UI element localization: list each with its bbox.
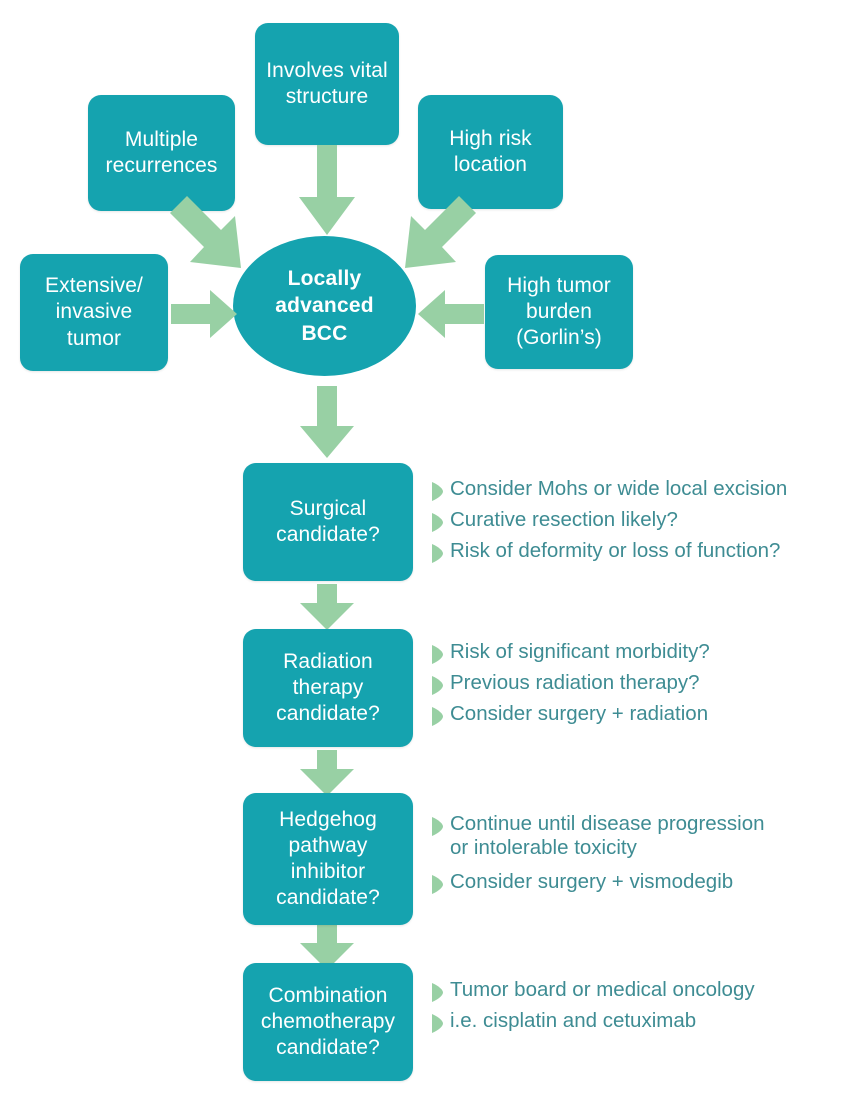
- node-label: Multiple recurrences: [105, 127, 218, 177]
- list-item-text: Risk of deformity or loss of function?: [450, 539, 781, 562]
- node-label: Surgical candidate?: [276, 496, 380, 546]
- list-item-text: Tumor board or medical oncology: [450, 978, 755, 1001]
- arrow-left-icon-tumor-burden-to-center: [418, 290, 484, 338]
- arrow-down-icon-surgical-to-radiation: [300, 584, 354, 630]
- bullets-surgical-candidate: Consider Mohs or wide local excision Cur…: [432, 477, 852, 563]
- list-item: Risk of deformity or loss of function?: [432, 539, 852, 563]
- node-multiple-recurrences[interactable]: Multiple recurrences: [88, 95, 235, 211]
- list-item-text: Continue until disease progression or in…: [450, 812, 765, 859]
- list-item: Curative resection likely?: [432, 508, 852, 532]
- list-item-text: Previous radiation therapy?: [450, 671, 700, 694]
- node-radiation-therapy-candidate[interactable]: Radiation therapy candidate?: [243, 629, 413, 747]
- list-item: Previous radiation therapy?: [432, 671, 852, 695]
- node-label: Extensive/ invasive tumor: [45, 274, 143, 350]
- node-label: High risk location: [449, 126, 532, 176]
- arrow-down-icon-hedgehog-to-chemotherapy: [300, 924, 354, 970]
- arrow-down-right-icon-recurrences-to-center: [170, 196, 250, 268]
- arrowhead-bullet-icon: [432, 482, 443, 501]
- arrowhead-bullet-icon: [432, 513, 443, 532]
- list-item: i.e. cisplatin and cetuximab: [432, 1009, 852, 1033]
- list-item: Consider Mohs or wide local excision: [432, 477, 852, 501]
- arrowhead-bullet-icon: [432, 707, 443, 726]
- node-combination-chemotherapy-candidate[interactable]: Combination chemotherapy candidate?: [243, 963, 413, 1081]
- list-item: Consider surgery + radiation: [432, 702, 852, 726]
- node-involves-vital-structure[interactable]: Involves vital structure: [255, 23, 399, 145]
- arrowhead-bullet-icon: [432, 645, 443, 664]
- node-surgical-candidate[interactable]: Surgical candidate?: [243, 463, 413, 581]
- list-item-text: Curative resection likely?: [450, 508, 678, 531]
- node-extensive-invasive-tumor[interactable]: Extensive/ invasive tumor: [20, 254, 168, 371]
- arrow-down-icon-radiation-to-hedgehog: [300, 750, 354, 796]
- list-item: Consider surgery + vismodegib: [432, 870, 852, 894]
- list-item-text: Consider surgery + radiation: [450, 702, 709, 725]
- list-item-text: i.e. cisplatin and cetuximab: [450, 1009, 697, 1032]
- arrow-down-left-icon-high-risk-location-to-center: [396, 196, 476, 268]
- list-item-text: Risk of significant morbidity?: [450, 640, 710, 663]
- arrow-down-icon-vital-structure-to-center: [299, 145, 355, 235]
- arrowhead-bullet-icon: [432, 983, 443, 1002]
- list-item: Risk of significant morbidity?: [432, 640, 852, 664]
- arrowhead-bullet-icon: [432, 544, 443, 563]
- arrow-down-icon-center-to-surgical: [300, 386, 354, 458]
- node-label: High tumor burden (Gorlin’s): [507, 273, 611, 350]
- node-locally-advanced-bcc[interactable]: Locally advanced BCC: [233, 236, 416, 376]
- node-high-tumor-burden[interactable]: High tumor burden (Gorlin’s): [485, 255, 633, 369]
- arrowhead-bullet-icon: [432, 874, 443, 894]
- list-item: Continue until disease progression or in…: [432, 812, 852, 860]
- node-label: Involves vital structure: [266, 58, 388, 108]
- node-label: Hedgehog pathway inhibitor candidate?: [276, 807, 380, 910]
- arrow-right-icon-extensive-tumor-to-center: [171, 290, 237, 338]
- node-label: Combination chemotherapy candidate?: [260, 983, 396, 1060]
- list-item: Tumor board or medical oncology: [432, 978, 852, 1002]
- arrowhead-bullet-icon: [432, 1014, 443, 1033]
- node-label: Radiation therapy candidate?: [276, 649, 380, 726]
- arrowhead-bullet-icon: [432, 676, 443, 695]
- arrowhead-bullet-icon: [432, 817, 443, 836]
- node-label: Locally advanced BCC: [275, 267, 374, 345]
- bullets-combination-chemotherapy-candidate: Tumor board or medical oncology i.e. cis…: [432, 978, 852, 1033]
- list-item-text: Consider surgery + vismodegib: [450, 869, 734, 893]
- node-hedgehog-pathway-inhibitor-candidate[interactable]: Hedgehog pathway inhibitor candidate?: [243, 793, 413, 925]
- list-item-text: Consider Mohs or wide local excision: [450, 477, 788, 500]
- bullets-hedgehog-pathway-inhibitor-candidate: Continue until disease progression or in…: [432, 812, 852, 894]
- bullets-radiation-therapy-candidate: Risk of significant morbidity? Previous …: [432, 640, 852, 726]
- node-high-risk-location[interactable]: High risk location: [418, 95, 563, 209]
